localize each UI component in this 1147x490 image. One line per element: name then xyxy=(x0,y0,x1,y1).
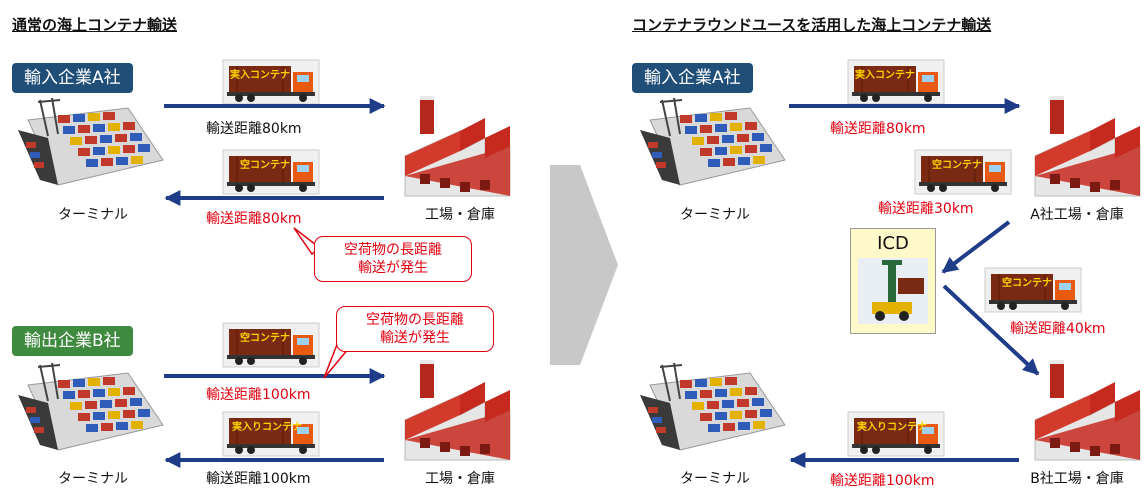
distance-label: 輸送距離100km xyxy=(206,471,311,487)
icd-box: ICD xyxy=(850,228,936,334)
container-label: 実入りコンテナ xyxy=(232,422,302,433)
callout-line: 空荷物の長距離 xyxy=(344,242,442,258)
callout-line: 空荷物の長距離 xyxy=(366,312,464,328)
distance-label: 輸送距離80km xyxy=(206,121,302,137)
factory-a-label: A社工場・倉庫 xyxy=(1030,207,1124,223)
distance-label-highlight: 輸送距離40km xyxy=(1010,321,1106,337)
terminal-icon xyxy=(639,362,786,451)
callout-empty-haul: 空荷物の長距離 輸送が発生 xyxy=(336,306,494,352)
arrow-to-terminal xyxy=(789,452,1019,468)
factory-label: 工場・倉庫 xyxy=(425,471,495,487)
callout-line: 輸送が発生 xyxy=(358,260,428,276)
distance-label-highlight: 輸送距離80km xyxy=(206,211,302,227)
arrow-to-factory xyxy=(164,368,386,384)
distance-label-highlight: 輸送距離100km xyxy=(206,387,311,403)
terminal-icon xyxy=(639,97,786,186)
arrow-to-icd xyxy=(941,220,1011,274)
factory-icon xyxy=(404,95,511,197)
distance-label-highlight: 輸送距離30km xyxy=(878,201,974,217)
import-company-a-badge: 輸入企業A社 xyxy=(632,63,753,93)
callout-line: 輸送が発生 xyxy=(380,330,450,346)
transition-arrow-icon xyxy=(550,165,618,365)
reach-stacker-icon xyxy=(858,258,928,324)
factory-label: 工場・倉庫 xyxy=(425,207,495,223)
callout-empty-haul: 空荷物の長距離 輸送が発生 xyxy=(314,236,472,282)
terminal-icon xyxy=(17,97,164,186)
right-section-title: コンテナラウンドユースを活用した海上コンテナ輸送 xyxy=(632,16,992,34)
container-label: 空コンテナ xyxy=(1002,278,1052,289)
container-label: 実入コンテナ xyxy=(855,70,915,81)
left-section-title: 通常の海上コンテナ輸送 xyxy=(12,16,178,34)
container-label: 空コンテナ xyxy=(932,160,982,171)
terminal-label: ターミナル xyxy=(680,471,750,487)
container-label: 空コンテナ xyxy=(240,160,290,171)
container-label: 実入りコンテナ xyxy=(857,422,927,433)
container-label: 実入コンテナ xyxy=(230,70,290,81)
terminal-icon xyxy=(17,362,164,451)
distance-label-highlight: 輸送距離100km xyxy=(830,473,935,489)
arrow-to-terminal xyxy=(164,190,384,206)
arrow-to-factory-a xyxy=(789,98,1021,114)
arrow-to-factory-b xyxy=(942,284,1040,376)
terminal-label: ターミナル xyxy=(58,207,128,223)
factory-b-label: B社工場・倉庫 xyxy=(1030,471,1124,487)
factory-icon xyxy=(404,359,511,461)
arrow-to-terminal xyxy=(164,452,384,468)
distance-label-highlight: 輸送距離80km xyxy=(830,121,926,137)
terminal-label: ターミナル xyxy=(58,471,128,487)
factory-icon xyxy=(1034,95,1141,197)
import-company-a-badge: 輸入企業A社 xyxy=(12,63,133,93)
icd-label: ICD xyxy=(877,233,909,254)
arrow-to-factory xyxy=(164,98,386,114)
terminal-label: ターミナル xyxy=(680,207,750,223)
export-company-b-badge: 輸出企業B社 xyxy=(12,326,133,356)
container-label: 空コンテナ xyxy=(240,333,290,344)
factory-icon xyxy=(1034,359,1141,461)
